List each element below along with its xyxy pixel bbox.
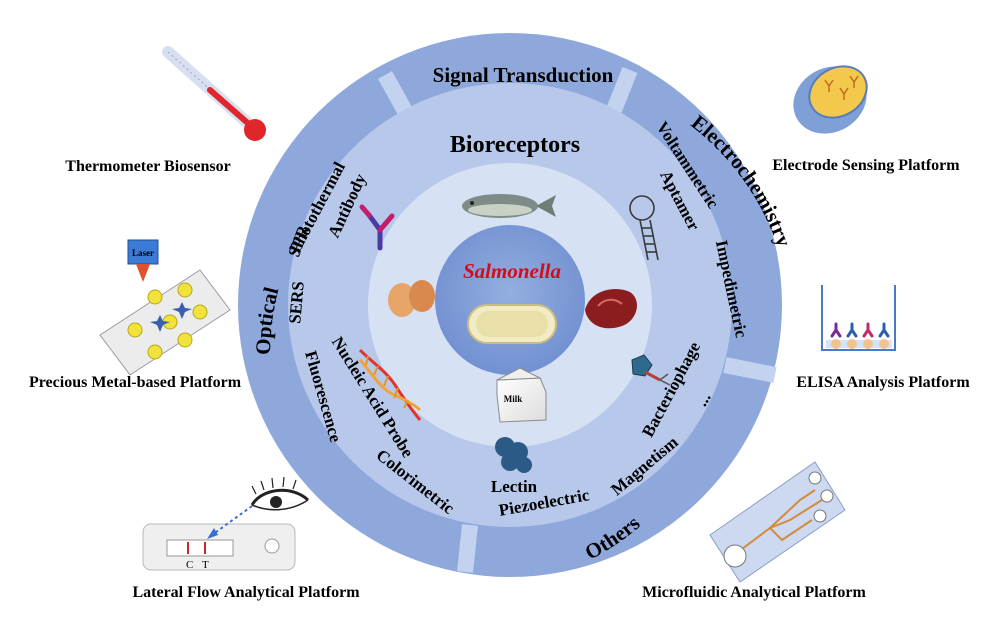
lateral-flow-icon: C T (142, 523, 296, 571)
gaze-arrow (211, 505, 253, 536)
lectin-icon (495, 437, 532, 473)
bacteriophage-icon (631, 354, 671, 386)
label-lateral-flow-platform: Lateral Flow Analytical Platform (132, 584, 360, 601)
label-microfluidic-platform: Microfluidic Analytical Platform (642, 584, 866, 601)
antibody-icon (359, 204, 395, 251)
label-signal-transduction: Signal Transduction (433, 63, 614, 87)
meat-icon (585, 289, 637, 329)
label-sers: SERS (285, 281, 308, 325)
eggs-icon (388, 280, 435, 317)
fish-icon (462, 194, 556, 218)
strip-t-label: T (202, 559, 209, 571)
core-circle (435, 225, 585, 375)
milk-carton-icon: Milk (496, 367, 547, 423)
aptamer-icon (629, 195, 659, 261)
gaze-arrowhead (207, 528, 218, 539)
eye-icon (250, 476, 310, 511)
label-lectin: Lectin (491, 477, 538, 496)
label-precious-metal-platform: Precious Metal-based Platform (29, 374, 242, 391)
microfluidic-icon (709, 461, 846, 583)
milk-carton-label: Milk (504, 394, 523, 404)
electrode-icon (793, 65, 868, 134)
label-elisa-platform: ELISA Analysis Platform (796, 374, 970, 391)
thermometer-icon (162, 46, 266, 141)
bacterium-icon (467, 304, 557, 344)
elisa-icon (821, 285, 896, 351)
laser-tag: Laser (132, 248, 154, 258)
label-salmonella: Salmonella (463, 259, 561, 283)
precious-metal-icon: Laser (99, 239, 231, 376)
dna-icon (358, 348, 422, 421)
strip-c-label: C (186, 559, 193, 571)
label-thermometer-biosensor: Thermometer Biosensor (65, 158, 230, 175)
label-electrode-sensing-platform: Electrode Sensing Platform (772, 157, 960, 174)
label-bioreceptors: Bioreceptors (450, 132, 580, 158)
